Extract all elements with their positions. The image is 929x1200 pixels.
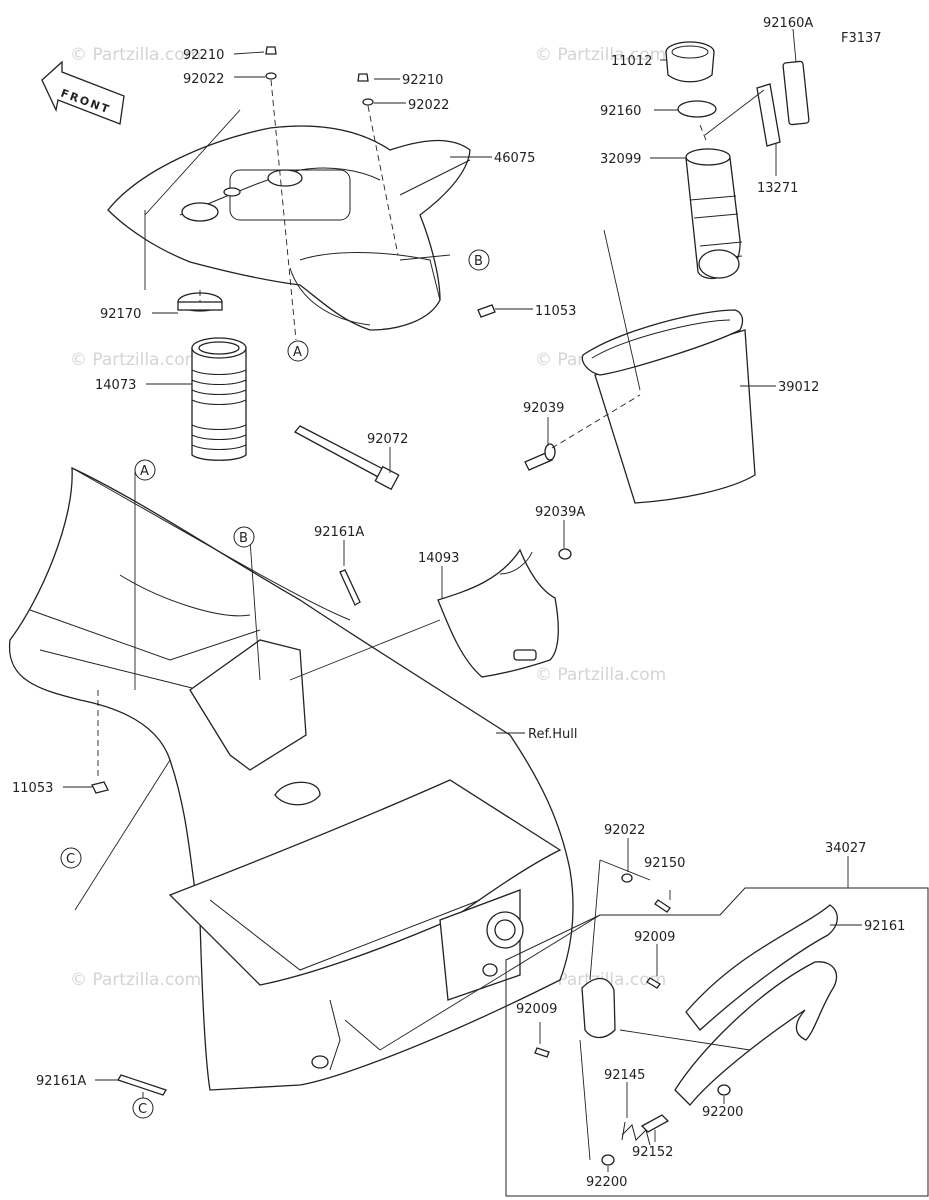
- watermark-text: © Partzilla.com: [70, 45, 201, 65]
- storage-bin-part: [581, 309, 756, 504]
- part-label: 92200: [586, 1175, 627, 1190]
- part-label: 92161: [864, 919, 905, 934]
- seal-strip-part: [339, 569, 361, 606]
- seal-strip-part: [117, 1074, 167, 1096]
- clip-part: [477, 304, 496, 318]
- front-arrow-icon: FRONT: [41, 60, 125, 125]
- part-label: 32099: [600, 152, 641, 167]
- ref-marker-label: B: [239, 531, 248, 546]
- watermark-text: © Partzilla.com: [70, 350, 201, 370]
- part-label: 92022: [604, 823, 645, 838]
- bag-part: [685, 148, 743, 280]
- screw-part: [646, 977, 661, 989]
- strap-part: [782, 60, 810, 126]
- ref-marker-b: B: [468, 249, 490, 271]
- cap-part: [665, 41, 715, 83]
- part-label: 92039: [523, 401, 564, 416]
- bolt-part: [357, 73, 369, 82]
- subassembly-frame: [505, 887, 929, 1197]
- screw-part: [654, 899, 671, 913]
- part-label: 14073: [95, 378, 136, 393]
- part-label: 92161A: [314, 525, 364, 540]
- washer-part: [362, 98, 374, 106]
- part-label: 13271: [757, 181, 798, 196]
- part-label: 92160A: [763, 16, 813, 31]
- part-label: 92009: [634, 930, 675, 945]
- hinge-bracket-part: [581, 977, 616, 1039]
- part-label: 14093: [418, 551, 459, 566]
- bracket-part: [437, 548, 559, 678]
- ref-marker-label: B: [474, 254, 483, 269]
- grab-handle-part: [674, 904, 838, 1106]
- part-label: 92022: [408, 98, 449, 113]
- part-label: 92145: [604, 1068, 645, 1083]
- part-label: 92022: [183, 72, 224, 87]
- washer-part: [621, 873, 633, 883]
- part-label: 92160: [600, 104, 641, 119]
- part-label: Ref.Hull: [528, 727, 577, 742]
- watermark-text: © Partzilla.com: [535, 45, 666, 65]
- part-label: 11053: [535, 304, 576, 319]
- dashed-guide-lines: [74, 79, 765, 1161]
- leader-lines: [63, 28, 862, 1172]
- o-ring-part: [677, 100, 717, 118]
- part-label: 92150: [644, 856, 685, 871]
- plate-part: [756, 83, 781, 147]
- ref-marker-label: A: [140, 464, 149, 479]
- part-label: 92039A: [535, 505, 585, 520]
- ref-marker-label: A: [293, 345, 302, 360]
- ref-marker-c: C: [60, 847, 82, 869]
- watermark-text: © Partzilla.com: [535, 665, 666, 685]
- ref-marker-a: A: [134, 459, 156, 481]
- pin-part: [640, 1114, 670, 1133]
- figure-code: F3137: [841, 31, 882, 46]
- washer-part: [717, 1084, 731, 1096]
- hose-part: [177, 292, 247, 461]
- bolt-part: [265, 46, 277, 55]
- part-label: 46075: [494, 151, 535, 166]
- part-labels: 92210 92022 92210 92022 46075 11053 9217…: [12, 16, 905, 1190]
- watermark-text: © Partzilla.com: [70, 970, 201, 990]
- ref-marker-b: B: [233, 526, 255, 548]
- part-label: 92152: [632, 1145, 673, 1160]
- cable-tie-part: [293, 425, 400, 491]
- part-label: 92072: [367, 432, 408, 447]
- part-label: 11053: [12, 781, 53, 796]
- ref-marker-label: C: [138, 1102, 147, 1117]
- clip-part: [91, 781, 109, 794]
- part-label: 34027: [825, 841, 866, 856]
- rivet-part: [524, 443, 556, 471]
- grommet-part: [558, 548, 572, 560]
- part-label: 92161A: [36, 1074, 86, 1089]
- part-label: 39012: [778, 380, 819, 395]
- screw-part: [534, 1047, 550, 1058]
- part-label: 11012: [611, 54, 652, 69]
- washer-part: [265, 72, 277, 80]
- part-label: 92009: [516, 1002, 557, 1017]
- spring-part: [621, 1121, 651, 1146]
- ref-marker-label: C: [66, 852, 75, 867]
- washer-part: [601, 1154, 615, 1166]
- part-label: 92210: [402, 73, 443, 88]
- part-label: 92210: [183, 48, 224, 63]
- ref-marker-a: A: [287, 340, 309, 362]
- deck-cover-part: [107, 125, 471, 331]
- ref-marker-c: C: [132, 1097, 154, 1119]
- part-label: 92200: [702, 1105, 743, 1120]
- hull-part: [8, 466, 574, 1091]
- part-label: 92170: [100, 307, 141, 322]
